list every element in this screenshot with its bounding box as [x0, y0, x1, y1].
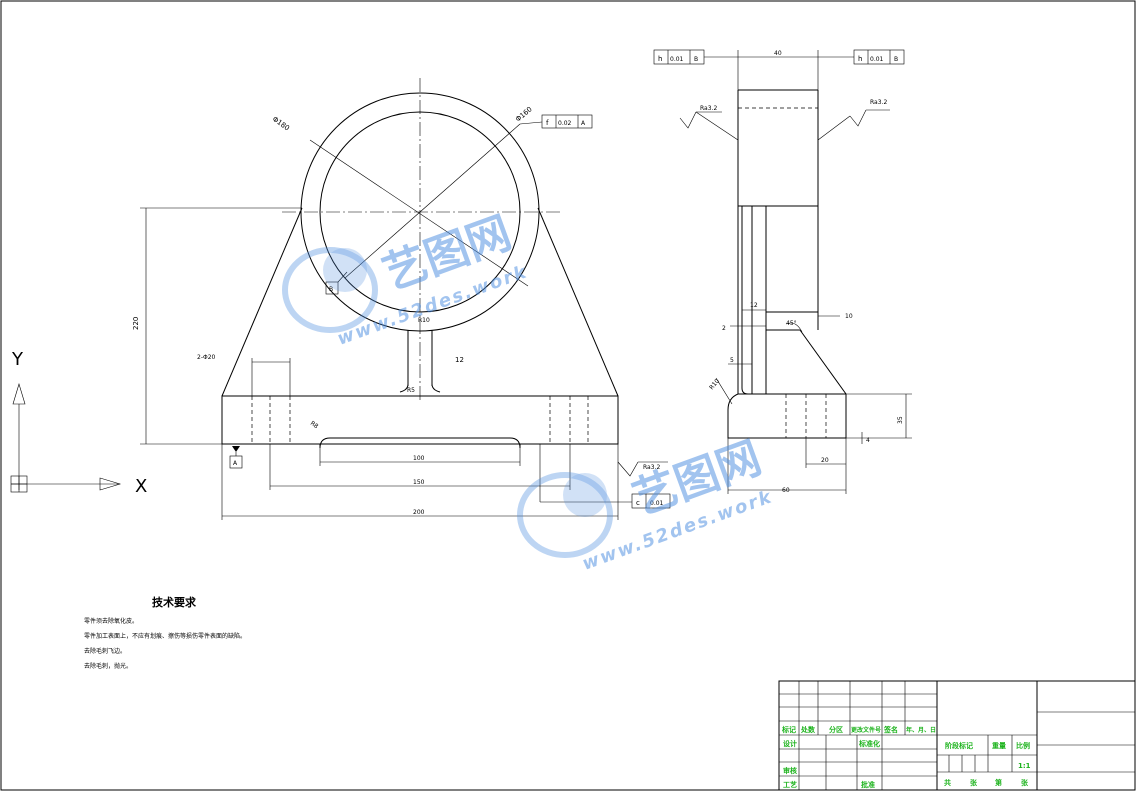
- top-tol-right-symbol: h: [858, 55, 862, 63]
- base-width-label: 200: [413, 509, 425, 516]
- ra-left-label: Ra3.2: [700, 105, 717, 112]
- tb-weight: 重量: [992, 741, 1006, 750]
- dim-4-label: 4: [866, 437, 870, 444]
- slot-r-label: R8: [309, 420, 320, 430]
- tb-mark: 标记: [781, 725, 796, 734]
- dia-dim-line-2: [344, 123, 521, 279]
- x-axis-label: X: [135, 476, 147, 497]
- slot-len-label: 100: [413, 455, 425, 462]
- datum-a-label: A: [233, 460, 238, 467]
- outer-circle: [300, 92, 540, 332]
- flat-tol-frame: [631, 493, 671, 509]
- width-40-label: 40: [774, 50, 782, 57]
- tb-review: 审核: [783, 766, 797, 775]
- rib-dim-label: 12: [455, 356, 464, 364]
- dim-60-label: 60: [782, 487, 790, 494]
- dim-2-label: 2: [722, 325, 726, 332]
- dim-10-label: 10: [845, 313, 853, 320]
- tb-page: 第: [995, 778, 1002, 787]
- holes-label: 2-Φ20: [197, 354, 216, 361]
- note-line-1: 零件须去除氧化皮。: [84, 617, 138, 625]
- tb-change-doc: 更改文件号: [851, 726, 881, 734]
- front-view: Φ180 Φ160 f 0.02 A B R10 12 R5: [132, 78, 671, 520]
- tb-standard: 标准化: [858, 739, 880, 748]
- dim-20-label: 20: [821, 457, 829, 464]
- datum-a-box: [229, 455, 243, 469]
- tol-symbol: f: [546, 119, 549, 127]
- bottom-slot: [319, 437, 521, 449]
- tb-stage: 阶段标记: [945, 741, 973, 750]
- tb-scale-label: 比例: [1016, 741, 1030, 750]
- note-line-2: 零件加工表面上，不应有划痕、擦伤等损伤零件表面的缺陷。: [84, 632, 246, 640]
- flat-tol-value: 0.01: [650, 500, 664, 507]
- y-axis-label: Y: [11, 349, 24, 370]
- tb-sign: 签名: [883, 725, 898, 734]
- tb-process: 工艺: [783, 780, 797, 789]
- tb-approve: 批准: [861, 780, 875, 789]
- datum-b-box: [325, 281, 339, 295]
- tb-design: 设计: [783, 739, 797, 748]
- note-line-3: 去除毛刺飞边。: [84, 647, 126, 655]
- tb-sheet2: 张: [1021, 778, 1029, 787]
- top-tol-left-value: 0.01: [670, 56, 684, 63]
- top-tol-left-datum: B: [694, 56, 698, 63]
- datum-b-label: B: [329, 286, 333, 293]
- ucs-icon: Y X: [10, 349, 147, 497]
- circle-tol-frame: [541, 114, 593, 129]
- inner-circle: [319, 111, 521, 313]
- tb-count: 处数: [800, 725, 816, 734]
- rib-r-label: R5: [407, 387, 415, 394]
- dim-5-label: 5: [730, 357, 734, 364]
- watermark-2: 艺图网 www.52des.work: [517, 432, 776, 575]
- top-tol-right-datum: B: [894, 56, 898, 63]
- ra-right-label: Ra3.2: [870, 99, 887, 106]
- tb-sheets: 张: [970, 778, 978, 787]
- flat-tol-symbol: c: [636, 499, 640, 507]
- tol-leader: [519, 121, 543, 125]
- dim-12-label: 12: [750, 302, 758, 309]
- height-dim-label: 220: [132, 317, 140, 330]
- dim-35-label: 35: [897, 416, 904, 424]
- dim-r10-label: R10: [708, 378, 721, 392]
- left-side-edge: [221, 207, 303, 397]
- tol-value: 0.02: [558, 120, 572, 127]
- note-line-4: 去除毛刺，抛光。: [84, 662, 132, 670]
- tol-datum: A: [581, 120, 586, 127]
- tb-total: 共: [944, 778, 951, 787]
- r10-label: R10: [418, 317, 430, 324]
- dia-outer-label: Φ180: [271, 115, 291, 132]
- angle-label: 45°: [786, 320, 797, 327]
- top-tol-right-value: 0.01: [870, 56, 884, 63]
- side-view: h 0.01 B h 0.01 B 40: [653, 49, 912, 494]
- notes-title: 技术要求: [152, 595, 197, 609]
- side-base: [727, 393, 847, 439]
- technical-notes: 技术要求 零件须去除氧化皮。 零件加工表面上，不应有划痕、擦伤等损伤零件表面的缺…: [84, 595, 246, 670]
- tb-scale: 1:1: [1018, 762, 1031, 770]
- right-side-edge: [537, 207, 619, 397]
- hole-spacing-label: 150: [413, 479, 425, 486]
- tb-zone: 分区: [829, 725, 843, 734]
- dia-inner-label: Φ160: [514, 105, 534, 123]
- roughness-label: Ra3.2: [643, 464, 660, 471]
- top-tol-left-symbol: h: [658, 55, 662, 63]
- title-block: 标记 处数 分区 更改文件号 签名 年、月、日 设计 标准化 审核 工艺 批准 …: [778, 680, 1136, 791]
- datum-a-triangle: [232, 446, 240, 452]
- tb-date: 年、月、日: [906, 726, 936, 734]
- base-block: [221, 395, 619, 445]
